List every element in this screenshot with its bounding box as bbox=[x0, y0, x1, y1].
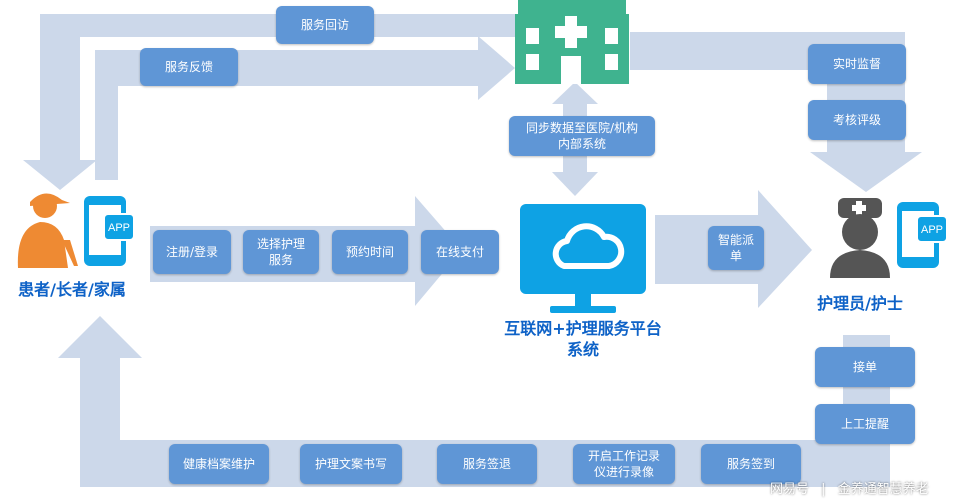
hospital-door bbox=[561, 56, 581, 84]
hospital-window bbox=[526, 28, 539, 44]
nurse-cap-cross-h bbox=[852, 205, 866, 211]
walking-cane bbox=[62, 240, 78, 266]
step-health-archive: 健康档案维护 bbox=[169, 444, 269, 484]
watermark-separator: | bbox=[821, 482, 826, 497]
hospital-window bbox=[605, 28, 618, 44]
step-pay-online: 在线支付 bbox=[421, 230, 499, 274]
step-smart-dispatch: 智能派 单 bbox=[708, 226, 764, 270]
watermark-account: 金养通智慧养老 bbox=[837, 482, 929, 497]
step-realtime-monitor: 实时监督 bbox=[808, 44, 906, 84]
step-start-record: 开启工作记录 仪进行录像 bbox=[573, 444, 675, 484]
nurse-phone-icon: APP bbox=[897, 202, 948, 268]
platform-monitor-icon bbox=[520, 204, 646, 313]
step-service-checkin: 服务签到 bbox=[701, 444, 801, 484]
hospital-window bbox=[605, 54, 618, 70]
nurse-body bbox=[830, 250, 890, 278]
hospital-window bbox=[526, 54, 539, 70]
nurse-head bbox=[842, 214, 878, 250]
monitor-base bbox=[550, 306, 616, 313]
elderly-hat bbox=[30, 193, 70, 206]
step-service-checkout: 服务签退 bbox=[437, 444, 537, 484]
nurse-icon bbox=[830, 198, 890, 278]
step-care-document: 护理文案书写 bbox=[300, 444, 402, 484]
watermark-source: 网易号 bbox=[770, 482, 810, 497]
app-badge bbox=[103, 213, 135, 241]
step-accept-order: 接单 bbox=[815, 347, 915, 387]
watermark: 网易号 | 金养通智慧养老 bbox=[770, 478, 929, 497]
hospital-cross-h bbox=[555, 26, 587, 38]
arrow-service-revisit bbox=[23, 14, 515, 190]
nurse-label: 护理员/护士 bbox=[817, 294, 903, 313]
cloud-icon bbox=[552, 223, 625, 269]
monitor-stand bbox=[575, 294, 591, 308]
app-badge bbox=[916, 215, 948, 243]
step-assess-grade: 考核评级 bbox=[808, 100, 906, 140]
patient-label: 患者/长者/家属 bbox=[18, 280, 126, 299]
app-badge-label: APP bbox=[108, 222, 130, 234]
elderly-person-icon bbox=[17, 193, 78, 268]
step-book-time: 预约时间 bbox=[332, 230, 408, 274]
step-sync-data: 同步数据至医院/机构 内部系统 bbox=[509, 116, 655, 156]
monitor-screen bbox=[520, 204, 646, 294]
step-choose-service: 选择护理 服务 bbox=[243, 230, 319, 274]
step-service-feedback: 服务反馈 bbox=[140, 48, 238, 86]
step-service-revisit: 服务回访 bbox=[276, 6, 374, 44]
step-start-reminder: 上工提醒 bbox=[815, 404, 915, 444]
elderly-body bbox=[17, 222, 68, 268]
app-badge-label: APP bbox=[921, 224, 943, 236]
hospital-icon bbox=[515, 0, 629, 84]
hospital-roof bbox=[518, 0, 626, 16]
platform-label: 互联网+护理服务平台 系统 bbox=[504, 319, 662, 359]
patient-phone-icon: APP bbox=[84, 196, 135, 266]
step-register-login: 注册/登录 bbox=[153, 230, 231, 274]
